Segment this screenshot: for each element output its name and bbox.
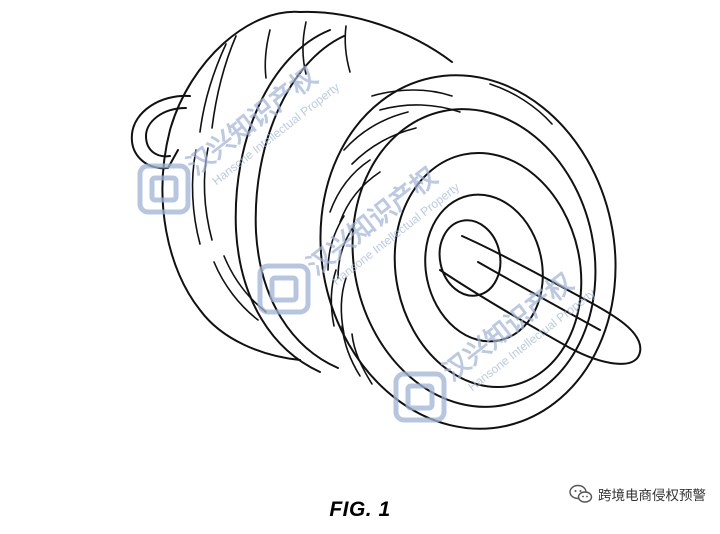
watermark-logo-1 [137,163,191,215]
wechat-icon [569,484,593,503]
account-name: 跨境电商侵权预警 [598,488,706,504]
front-tire-outer [319,74,617,430]
front-tire-treads [327,83,553,385]
watermark-text-2: 汉兴知识产权 Hansone Intellectual Property [302,162,462,288]
front-tire-sidewall [351,108,597,408]
watermark-text-1: 汉兴知识产权 Hansone Intellectual Property [182,62,342,188]
hub-disc [393,152,583,388]
back-tire-top [299,10,453,63]
account-badge: 跨境电商侵权预警 [569,484,706,504]
right-handle [439,235,642,365]
right-handle-grip-line [477,261,601,331]
watermark-text-3: 汉兴知识产权 Hansone Intellectual Property [438,268,598,394]
left-handle-inner [145,107,187,158]
back-tire-silhouette [161,10,301,361]
center-groove [234,29,331,373]
figure-caption: FIG. 1 [329,498,391,521]
watermark-logo-2 [257,263,311,315]
watermark-logo-3 [393,371,447,423]
center-groove-inner [254,35,345,369]
hub-inner-ring [424,193,544,343]
